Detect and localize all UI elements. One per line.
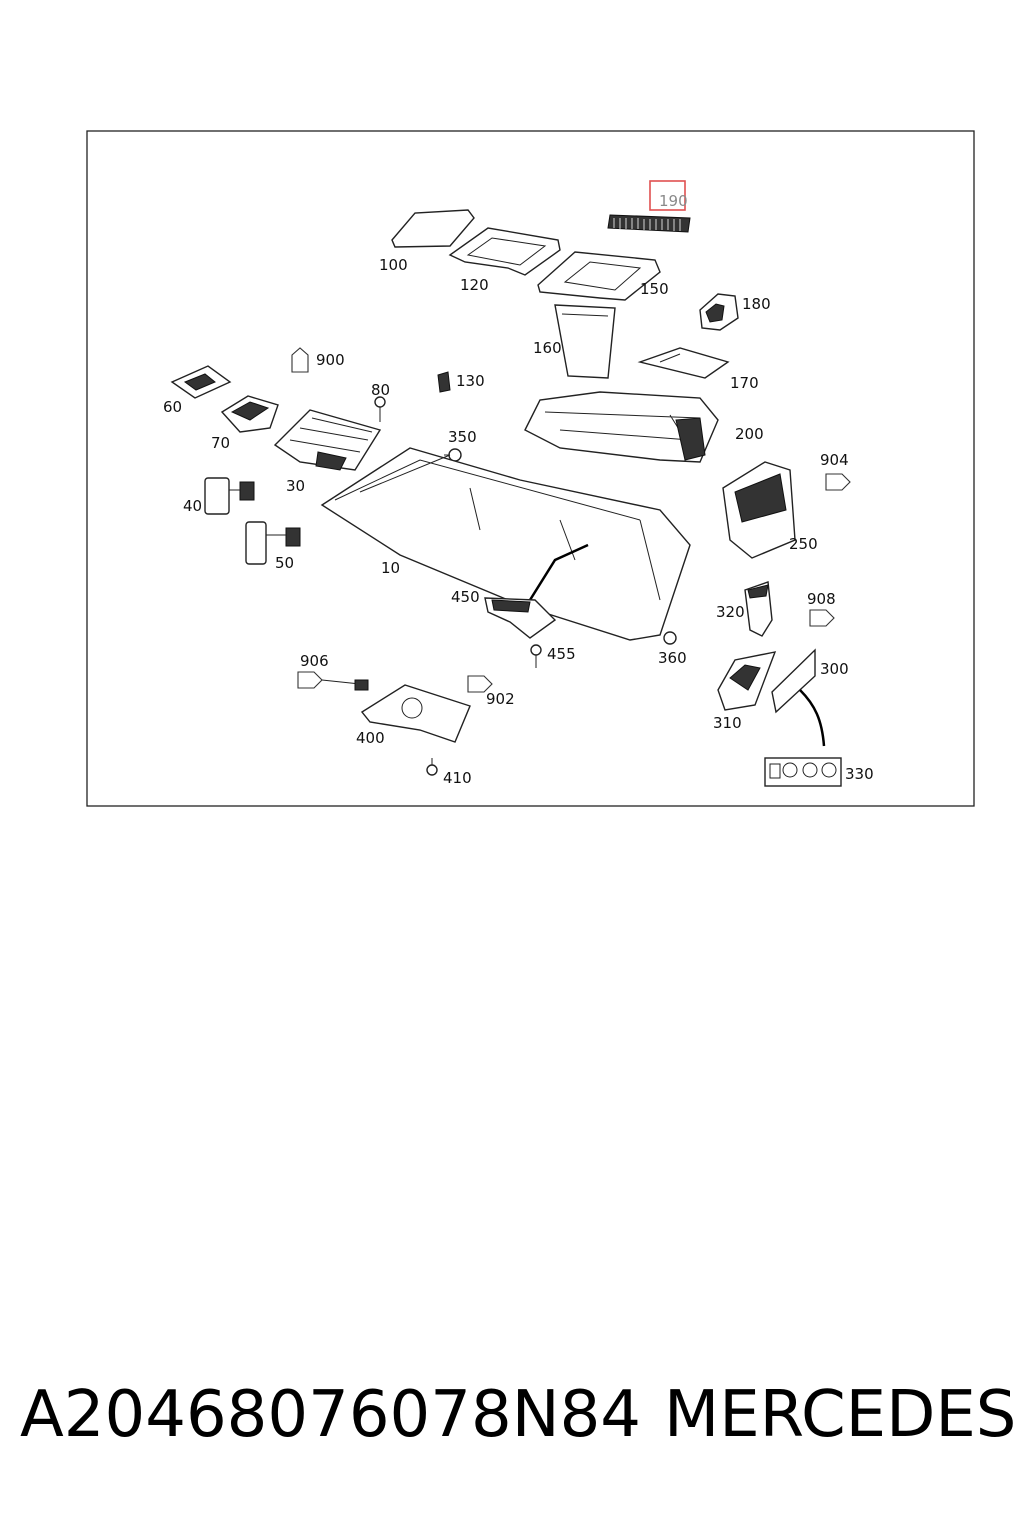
label-300[interactable]: 300 — [820, 660, 849, 678]
part-300-cover[interactable] — [771, 648, 826, 747]
label-320[interactable]: 320 — [716, 603, 745, 621]
part-190-mat[interactable] — [607, 214, 691, 233]
label-902[interactable]: 902 — [486, 690, 515, 708]
part-150-trim-panel[interactable] — [537, 251, 661, 301]
part-200-armrest[interactable] — [524, 391, 719, 463]
label-80[interactable]: 80 — [371, 381, 390, 399]
label-180[interactable]: 180 — [742, 295, 771, 313]
label-908[interactable]: 908 — [807, 590, 836, 608]
part-900-ref-symbol — [291, 347, 309, 373]
part-902-ref-symbol — [467, 675, 493, 693]
part-455-bolt[interactable] — [530, 644, 542, 668]
label-30[interactable]: 30 — [286, 477, 305, 495]
label-455[interactable]: 455 — [547, 645, 576, 663]
part-60-tray-mat[interactable] — [170, 365, 232, 399]
part-320-socket[interactable] — [744, 581, 773, 637]
part-410-screw[interactable] — [426, 758, 438, 776]
label-200[interactable]: 200 — [735, 425, 764, 443]
part-330-warning-label[interactable] — [764, 757, 842, 787]
part-170-flap[interactable] — [637, 347, 730, 379]
label-410[interactable]: 410 — [443, 769, 472, 787]
label-100[interactable]: 100 — [379, 256, 408, 274]
label-900[interactable]: 900 — [316, 351, 345, 369]
diagram-frame — [86, 130, 975, 807]
part-120-trim-frame[interactable] — [448, 227, 561, 276]
part-906-ref-symbol — [297, 671, 361, 689]
label-310[interactable]: 310 — [713, 714, 742, 732]
part-40-socket[interactable] — [204, 477, 255, 515]
label-50[interactable]: 50 — [275, 554, 294, 572]
highlight-box-190 — [649, 180, 686, 211]
label-450[interactable]: 450 — [451, 588, 480, 606]
label-10[interactable]: 10 — [381, 559, 400, 577]
part-250-switch-panel[interactable] — [722, 461, 796, 559]
label-350[interactable]: 350 — [448, 428, 477, 446]
label-60[interactable]: 60 — [163, 398, 182, 416]
part-908-ref-symbol — [809, 609, 835, 627]
part-80-screw[interactable] — [374, 396, 386, 422]
label-40[interactable]: 40 — [183, 497, 202, 515]
part-number: A20468076078N84 — [20, 1378, 641, 1452]
part-130-clip[interactable] — [437, 371, 451, 393]
label-190[interactable]: 190 — [659, 192, 688, 210]
label-904[interactable]: 904 — [820, 451, 849, 469]
label-160[interactable]: 160 — [533, 339, 562, 357]
label-120[interactable]: 120 — [460, 276, 489, 294]
part-50-socket[interactable] — [245, 521, 301, 565]
part-180-connector[interactable] — [699, 293, 739, 331]
caption-bar: A20468076078N84 MERCEDES — [0, 1378, 1024, 1478]
part-100-lid-cover[interactable] — [391, 209, 475, 248]
part-310-ashtray[interactable] — [717, 651, 777, 711]
label-150[interactable]: 150 — [640, 280, 669, 298]
brand-name: MERCEDES — [664, 1378, 1017, 1452]
label-906[interactable]: 906 — [300, 652, 329, 670]
part-904-ref-symbol — [825, 473, 851, 491]
part-360-nut[interactable] — [663, 631, 677, 645]
label-70[interactable]: 70 — [211, 434, 230, 452]
label-360[interactable]: 360 — [658, 649, 687, 667]
label-400[interactable]: 400 — [356, 729, 385, 747]
part-30-bracket[interactable] — [273, 409, 382, 471]
part-450-bracket[interactable] — [484, 597, 557, 639]
part-10-console-body[interactable] — [320, 447, 691, 641]
label-250[interactable]: 250 — [789, 535, 818, 553]
label-170[interactable]: 170 — [730, 374, 759, 392]
part-70-tray[interactable] — [220, 395, 279, 433]
part-400-bracket-assembly[interactable] — [354, 679, 471, 743]
label-330[interactable]: 330 — [845, 765, 874, 783]
label-130[interactable]: 130 — [456, 372, 485, 390]
part-160-insert[interactable] — [554, 304, 616, 379]
